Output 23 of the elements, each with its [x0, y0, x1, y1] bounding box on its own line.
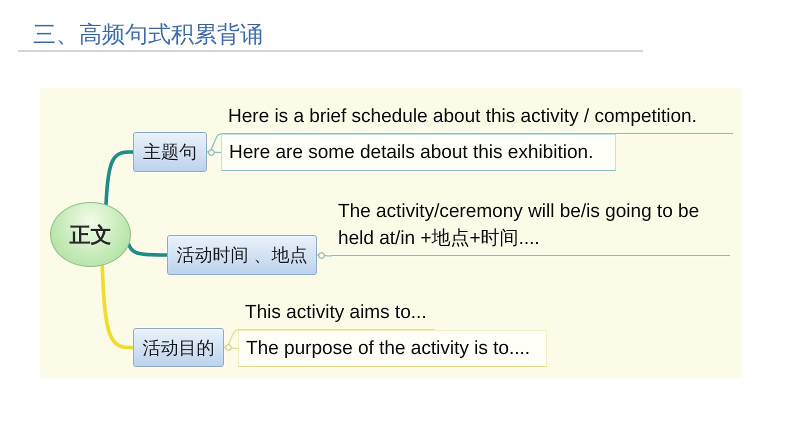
connector-line	[206, 151, 222, 154]
sentence-text: The purpose of the activity is to....	[246, 337, 530, 361]
connector-line	[223, 346, 239, 350]
branch-line	[127, 243, 169, 257]
section-title: 三、高频句式积累背诵	[33, 21, 263, 48]
subtopic-box	[133, 328, 224, 367]
sentence-text: Here are some details about this exhibition.	[229, 141, 594, 165]
sentence-text: Here is a brief schedule about this activity / competition.	[228, 105, 697, 129]
subtopic-box	[167, 235, 317, 275]
connector-line	[223, 329, 239, 348]
subtopic-label: 活动时间 、地点	[176, 244, 308, 266]
sentence-text: The activity/ceremony will be/is going to be held at/in +地点+时间....	[338, 200, 700, 251]
connector-line	[316, 254, 332, 257]
central-topic-label: 正文	[70, 222, 112, 248]
connector-line	[206, 133, 222, 153]
subtopic-label: 主题句	[143, 141, 197, 163]
subtopic-box	[133, 132, 207, 172]
branch-line	[100, 264, 135, 350]
branch-line	[104, 150, 135, 206]
subtopic-label: 活动目的	[142, 336, 214, 358]
sentence-text: This activity aims to...	[245, 301, 427, 325]
topic-box	[238, 330, 547, 367]
topic-box	[221, 134, 616, 171]
